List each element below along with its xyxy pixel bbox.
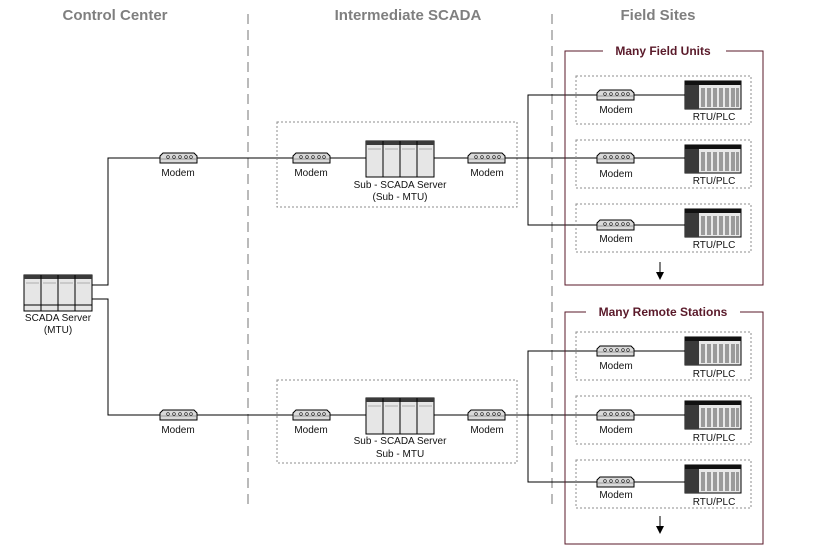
modem-sub-in-bottom-label: Modem bbox=[294, 425, 327, 436]
rtu-plc-icon bbox=[684, 400, 742, 430]
modem-cc-top bbox=[159, 152, 198, 164]
modem-sub-out-top bbox=[467, 152, 506, 164]
modem-icon bbox=[596, 476, 635, 488]
field-unit-modem-label: Modem bbox=[599, 234, 632, 245]
field-unit-modem-label: Modem bbox=[599, 169, 632, 180]
modem-sub-out-bottom bbox=[467, 409, 506, 421]
modem-icon bbox=[596, 89, 635, 101]
field-unit-rtu-label: RTU/PLC bbox=[693, 112, 736, 123]
wire-mtu-bottom bbox=[92, 298, 160, 416]
sub-scada-server-top bbox=[365, 140, 435, 178]
modem-sub-in-top-label: Modem bbox=[294, 168, 327, 179]
remote-unit bbox=[575, 459, 752, 509]
field-unit-modem-label: Modem bbox=[599, 105, 632, 116]
sub-scada-box-bottom bbox=[276, 379, 518, 464]
header-control-center: Control Center bbox=[63, 7, 168, 24]
remote-unit bbox=[575, 395, 752, 445]
sub-scada-box-top bbox=[276, 121, 518, 208]
modem-sub-out-bottom-label: Modem bbox=[470, 425, 503, 436]
field-unit bbox=[575, 203, 752, 253]
group-field-units-title: Many Field Units bbox=[615, 44, 711, 58]
remote-unit-modem-label: Modem bbox=[599, 425, 632, 436]
field-unit-rtu-label: RTU/PLC bbox=[693, 176, 736, 187]
group-remote-stations-title: Many Remote Stations bbox=[599, 305, 728, 319]
sub-scada-server-bottom-label: Sub - SCADA Server bbox=[354, 436, 447, 447]
remote-unit-rtu-label: RTU/PLC bbox=[693, 369, 736, 380]
wire-mtu-top bbox=[92, 157, 160, 286]
mtu-server-label: SCADA Server bbox=[25, 313, 92, 324]
remote-unit bbox=[575, 331, 752, 381]
modem-cc-top-label: Modem bbox=[161, 168, 194, 179]
wire-top-fan-bus bbox=[527, 94, 597, 226]
wire-bottom-fan-bus bbox=[527, 350, 597, 483]
modem-cc-bottom bbox=[159, 409, 198, 421]
modem-sub-in-bottom bbox=[292, 409, 331, 421]
more-units-arrow-icon bbox=[656, 262, 664, 280]
rtu-plc-icon bbox=[684, 464, 742, 494]
modem-sub-in-top bbox=[292, 152, 331, 164]
modem-cc-bottom-label: Modem bbox=[161, 425, 194, 436]
remote-unit-rtu-label: RTU/PLC bbox=[693, 433, 736, 444]
modem-icon bbox=[596, 152, 635, 164]
remote-unit-modem-label: Modem bbox=[599, 361, 632, 372]
remote-unit-rtu-label: RTU/PLC bbox=[693, 497, 736, 508]
header-intermediate-scada: Intermediate SCADA bbox=[335, 7, 482, 24]
sub-scada-server-top-label: Sub - SCADA Server bbox=[354, 180, 447, 191]
field-unit bbox=[575, 139, 752, 189]
remote-unit-modem-label: Modem bbox=[599, 490, 632, 501]
rtu-plc-icon bbox=[684, 144, 742, 174]
rtu-plc-icon bbox=[684, 80, 742, 110]
modem-icon bbox=[596, 409, 635, 421]
sub-scada-server-top-sublabel: (Sub - MTU) bbox=[373, 192, 428, 203]
modem-icon bbox=[596, 219, 635, 231]
rtu-plc-icon bbox=[684, 208, 742, 238]
mtu-server bbox=[23, 274, 93, 312]
modem-sub-out-top-label: Modem bbox=[470, 168, 503, 179]
modem-icon bbox=[596, 345, 635, 357]
rtu-plc-icon bbox=[684, 336, 742, 366]
mtu-server-sublabel: (MTU) bbox=[44, 325, 72, 336]
header-field-sites: Field Sites bbox=[620, 7, 695, 24]
more-stations-arrow-icon bbox=[656, 516, 664, 534]
sub-scada-server-bottom bbox=[365, 397, 435, 435]
field-unit-rtu-label: RTU/PLC bbox=[693, 240, 736, 251]
sub-scada-server-bottom-sublabel: Sub - MTU bbox=[376, 449, 424, 460]
field-unit bbox=[575, 75, 752, 125]
